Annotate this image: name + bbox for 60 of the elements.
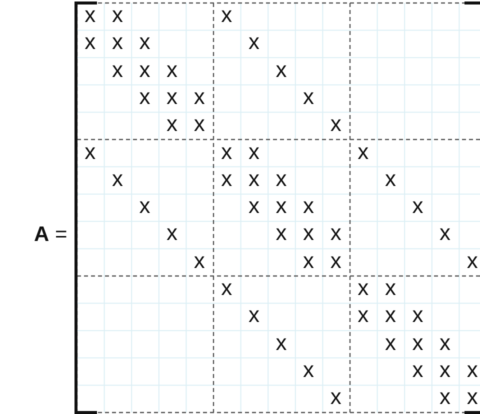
matrix-entry: x: [330, 113, 342, 136]
matrix-entry: x: [276, 168, 287, 190]
matrix-entry: x: [384, 304, 396, 326]
matrix-entry: x: [466, 386, 478, 408]
matrix-entry: x: [466, 358, 478, 381]
matrix-entry: x: [358, 277, 369, 299]
matrix-entry: x: [303, 222, 314, 244]
matrix-entry: x: [276, 222, 287, 244]
matrix-entry: x: [112, 168, 123, 190]
matrix-entry: x: [412, 332, 424, 354]
matrix-entry: x: [412, 304, 424, 326]
matrix-entry: x: [84, 140, 96, 162]
matrix-entry: x: [384, 277, 396, 299]
matrix-entry: x: [248, 168, 260, 190]
matrix-entry: x: [248, 140, 260, 162]
matrix-entry: x: [112, 58, 123, 81]
matrix-entry: x: [303, 358, 314, 381]
matrix-entry: x: [440, 386, 451, 408]
matrix-entry: x: [194, 113, 205, 136]
matrix-entry: x: [466, 250, 478, 272]
matrix-entry: x: [384, 332, 396, 354]
matrix-entry: x: [84, 31, 96, 54]
matrix-entry: x: [112, 4, 123, 26]
matrix-entry: x: [166, 58, 178, 81]
matrix-entry: x: [139, 86, 150, 108]
matrix-entry: x: [303, 195, 314, 218]
matrix-entry: x: [221, 277, 232, 299]
matrix-entry: x: [221, 4, 232, 26]
matrix-entry: x: [440, 358, 451, 381]
matrix-entry: x: [248, 195, 260, 218]
matrix-entry: x: [412, 358, 424, 381]
matrix-entry: x: [303, 250, 314, 272]
matrix-entry: x: [248, 304, 260, 326]
matrix-entry: x: [330, 386, 342, 408]
matrix-entry: x: [303, 86, 314, 108]
matrix-entry: x: [358, 304, 369, 326]
matrix-entry: x: [384, 168, 396, 190]
matrix-entry: x: [139, 58, 150, 81]
matrix-name: A =: [34, 224, 68, 245]
matrix-entry: x: [166, 113, 178, 136]
matrix-entry: x: [194, 250, 205, 272]
matrix-entry: x: [112, 31, 123, 54]
matrix-entry: x: [276, 332, 287, 354]
matrix-entry: x: [139, 195, 150, 218]
matrix-entry: x: [84, 4, 96, 26]
matrix-entry: x: [166, 222, 178, 244]
matrix-entry: x: [330, 222, 342, 244]
matrix-entry: x: [221, 140, 232, 162]
matrix-entry: x: [440, 222, 451, 244]
matrix-entry: x: [194, 86, 205, 108]
matrix-entry: x: [276, 58, 287, 81]
matrix-entry: x: [358, 140, 369, 162]
matrix-entry: x: [330, 250, 342, 272]
matrix-entry: x: [276, 195, 287, 218]
matrix-entry: x: [412, 195, 424, 218]
matrix-entry: x: [139, 31, 150, 54]
matrix-entry: x: [440, 332, 451, 354]
matrix-entry: x: [248, 31, 260, 54]
matrix-entry: x: [221, 168, 232, 190]
matrix-entry: x: [166, 86, 178, 108]
